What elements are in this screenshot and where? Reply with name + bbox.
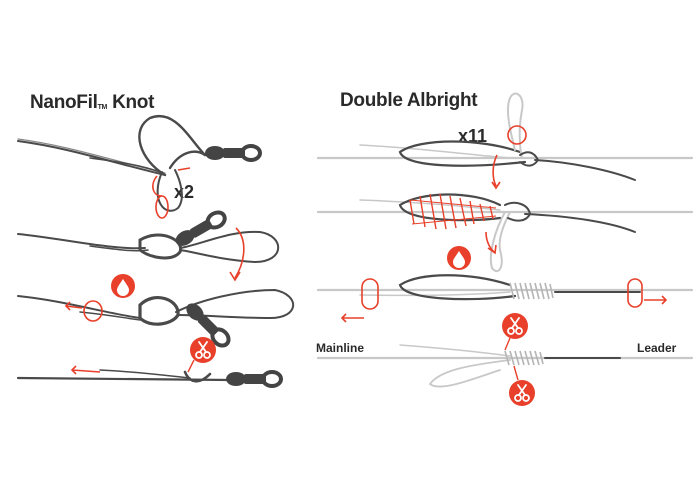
pull-arrow-4 <box>70 365 101 375</box>
scissors-icon <box>189 336 217 364</box>
wrap-coils-grey-4 <box>504 350 544 366</box>
scissors-icon <box>501 312 529 340</box>
water-drop-icon <box>447 246 471 270</box>
wrap-arrow-right-2 <box>485 231 497 255</box>
swivel-1 <box>203 144 262 162</box>
water-drop-icon <box>111 274 135 298</box>
wrap-coils-red <box>409 193 497 230</box>
albright-step-2 <box>316 193 694 273</box>
pull-marker-right-3a <box>361 278 379 310</box>
wrap-arrow-right-1 <box>491 154 501 190</box>
albright-step-1 <box>316 92 694 181</box>
trademark-mark: TM <box>97 104 108 111</box>
nanofil-knot-title: NanoFilTM Knot <box>30 92 155 113</box>
pull-marker-3 <box>83 300 103 322</box>
wrap-coils-grey-3 <box>509 282 554 300</box>
swivel-4 <box>224 370 283 388</box>
pull-arrow-2 <box>234 227 245 279</box>
nanofil-wraps-label: x2 <box>174 182 195 202</box>
mainline-label: Mainline <box>316 341 365 355</box>
wrap-arrow-1 <box>152 175 163 197</box>
pull-arrow-3 <box>64 301 83 311</box>
albright-step-3 <box>316 274 694 301</box>
loop-marker-1 <box>155 195 169 219</box>
nanofil-step-3 <box>17 288 295 326</box>
double-albright-title: Double Albright <box>340 90 478 111</box>
nanofil-step-1 <box>17 115 207 212</box>
scissors-icon <box>508 379 536 407</box>
nanofil-step-2 <box>17 230 280 264</box>
albright-step-4 <box>316 344 694 388</box>
loop-marker-right-1 <box>507 125 527 145</box>
wrap-direction-1 <box>177 167 191 171</box>
nanofil-step-4 <box>16 369 232 383</box>
leader-label: Leader <box>637 341 677 355</box>
pull-marker-right-3b <box>627 278 643 308</box>
